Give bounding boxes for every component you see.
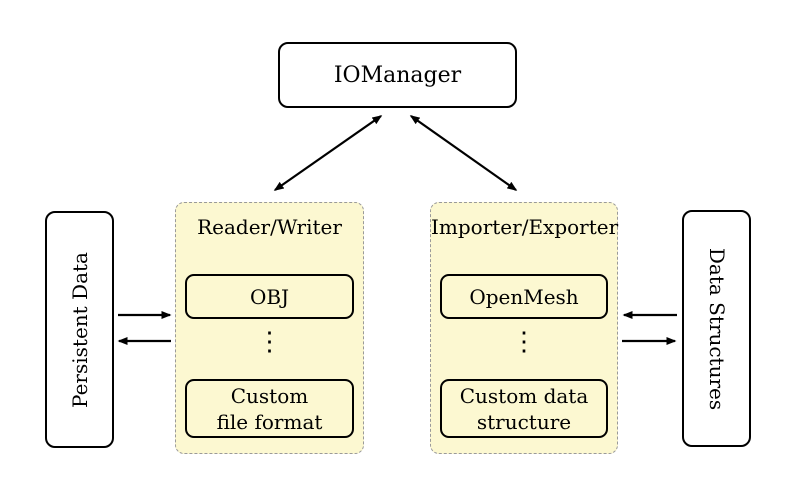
group-importer-exporter: Importer/Exporter OpenMesh ⋮ Custom data… [430,202,618,454]
node-iomanager-label: IOManager [333,62,462,88]
node-custom-file-format: Custom file format [185,379,354,438]
importer-exporter-ellipsis: ⋮ [511,327,537,357]
node-custom-data-structure: Custom data structure [440,379,608,438]
node-obj: OBJ [185,274,354,319]
node-iomanager: IOManager [278,42,517,108]
node-custom-file-format-label: Custom file format [216,383,323,434]
arrow-iomanager-importerexporter [409,115,518,191]
group-reader-writer: Reader/Writer OBJ ⋮ Custom file format [175,202,364,454]
reader-writer-ellipsis: ⋮ [256,327,283,357]
node-persistent-data: Persistent Data [45,211,114,448]
group-reader-writer-title: Reader/Writer [197,215,342,239]
node-openmesh-label: OpenMesh [469,284,579,309]
node-persistent-data-label: Persistent Data [67,251,92,408]
node-data-structures: Data Structures [682,210,751,447]
node-openmesh: OpenMesh [440,274,608,319]
arrow-iomanager-readerwriter [273,115,383,191]
node-obj-label: OBJ [249,284,290,309]
group-importer-exporter-title: Importer/Exporter [431,215,619,239]
node-data-structures-label: Data Structures [704,247,729,410]
node-custom-data-structure-label: Custom data structure [459,383,589,434]
